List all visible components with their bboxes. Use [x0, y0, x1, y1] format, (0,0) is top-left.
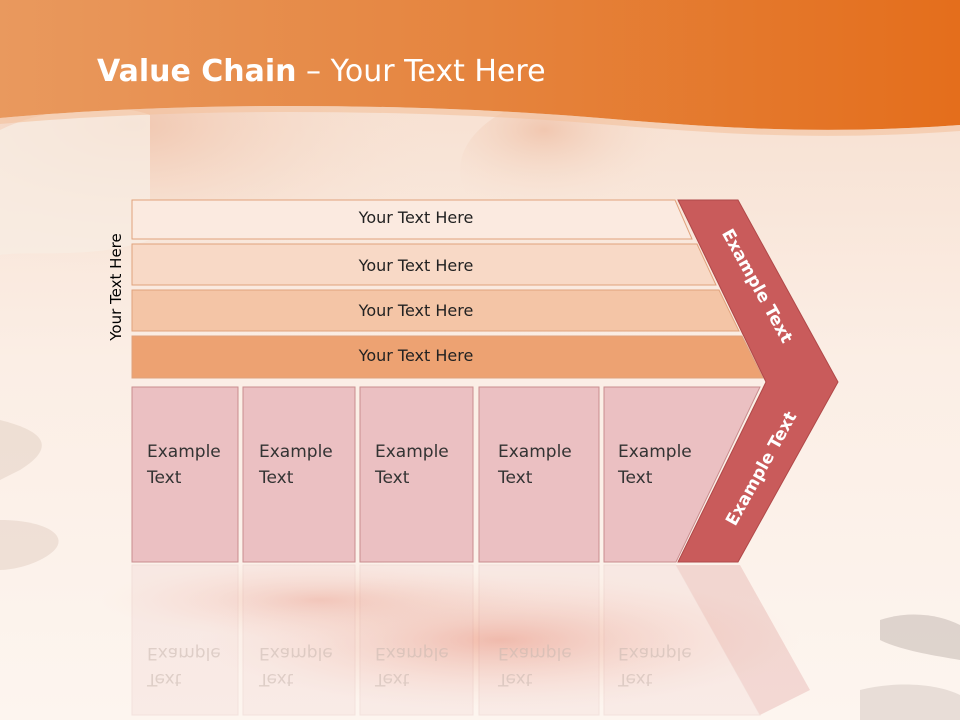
reflection-1-line2: Text — [147, 669, 182, 689]
reflection-text-2: Text Example — [259, 640, 333, 692]
box-2-line2: Text — [259, 468, 294, 488]
title-bold: Value Chain — [97, 54, 297, 89]
row-bar-1 — [131, 199, 693, 240]
row-bar-4 — [131, 335, 764, 379]
row-label-4: Your Text Here — [358, 346, 474, 365]
box-4-line2: Text — [498, 468, 533, 488]
reflection-4-line2: Text — [498, 669, 533, 689]
reflection-4-line1: Example — [498, 643, 572, 663]
row-bar-3 — [131, 289, 740, 332]
reflection-3-line1: Example — [375, 643, 449, 663]
reflection-text-3: Text Example — [375, 640, 449, 692]
box-3 — [359, 386, 474, 563]
box-3-line1: Example — [375, 442, 449, 462]
reflection-text-1: Text Example — [147, 640, 221, 692]
box-2-line1: Example — [259, 442, 333, 462]
box-1 — [131, 386, 239, 563]
chevron-arrow — [677, 199, 839, 563]
reflection-text-5: Text Example — [618, 640, 692, 692]
row-label-2: Your Text Here — [358, 256, 474, 275]
box-4 — [478, 386, 600, 563]
box-1-line2: Text — [147, 468, 182, 488]
reflection-text-4: Text Example — [498, 640, 572, 692]
reflection-5-line1: Example — [618, 643, 692, 663]
box-3-line2: Text — [375, 468, 410, 488]
box-2 — [242, 386, 356, 563]
reflection-1-line1: Example — [147, 643, 221, 663]
reflection-3-line2: Text — [375, 669, 410, 689]
row-bar-2 — [131, 243, 717, 286]
box-4-line1: Example — [498, 442, 572, 462]
row-label-3: Your Text Here — [358, 301, 474, 320]
reflection-2-line2: Text — [259, 669, 294, 689]
reflection-2-line1: Example — [259, 643, 333, 663]
box-1-line1: Example — [147, 442, 221, 462]
title-rest: – Your Text Here — [296, 54, 546, 89]
box-5-line1: Example — [618, 442, 692, 462]
reflection-5-line2: Text — [618, 669, 653, 689]
box-5 — [603, 386, 761, 563]
row-label-1: Your Text Here — [358, 208, 474, 227]
box-5-line2: Text — [618, 468, 653, 488]
slide-title: Value Chain – Your Text Here — [97, 54, 546, 89]
